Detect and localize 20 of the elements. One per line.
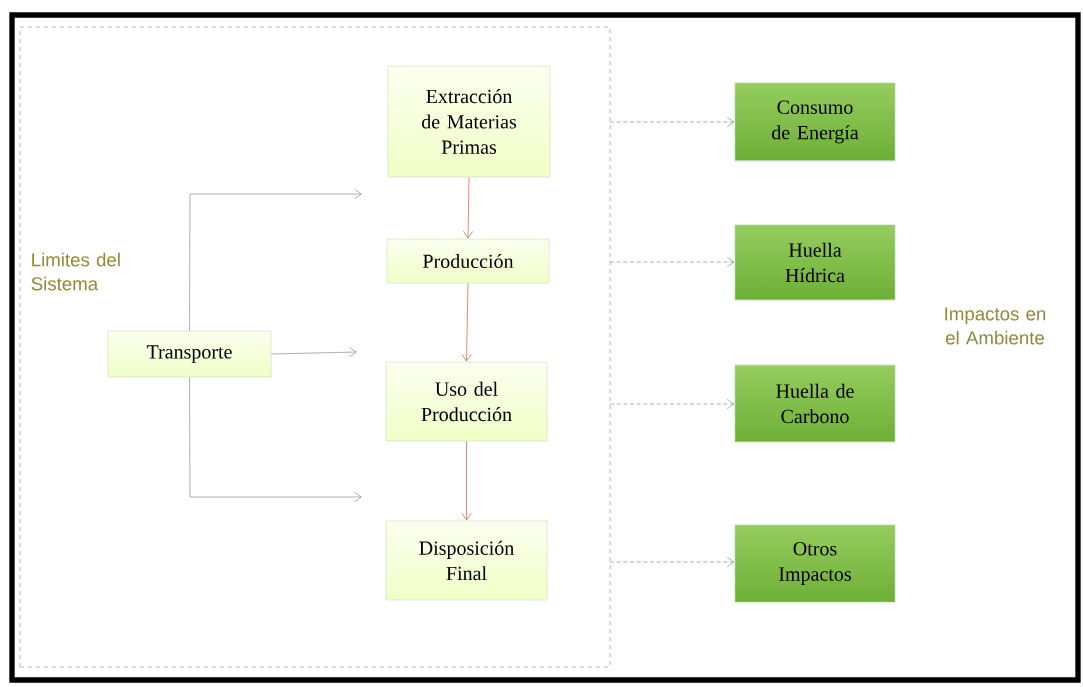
process-box: Disposición Final [385, 520, 548, 601]
impact-box: Huella Hídrica [734, 224, 896, 301]
impact-box: Huella de Carbono [734, 364, 896, 443]
arrow [609, 556, 735, 568]
arrow [609, 116, 735, 128]
process-box: Transporte [107, 330, 272, 378]
arrow [609, 256, 735, 268]
arrow [461, 282, 472, 362]
arrow [270, 347, 357, 358]
arrow [463, 176, 474, 239]
arrow [609, 398, 735, 410]
arrow [189, 188, 362, 332]
process-box: Extracción de Materias Primas [387, 65, 551, 178]
arrow [189, 376, 362, 503]
impact-box: Consumo de Energía [734, 82, 896, 162]
process-box: Uso del Producción [385, 361, 548, 442]
side-label: Impactos en el Ambiente [945, 307, 1046, 345]
arrow [461, 440, 472, 521]
process-box: Producción [386, 238, 550, 284]
impact-box: Otros Impactos [734, 524, 896, 603]
